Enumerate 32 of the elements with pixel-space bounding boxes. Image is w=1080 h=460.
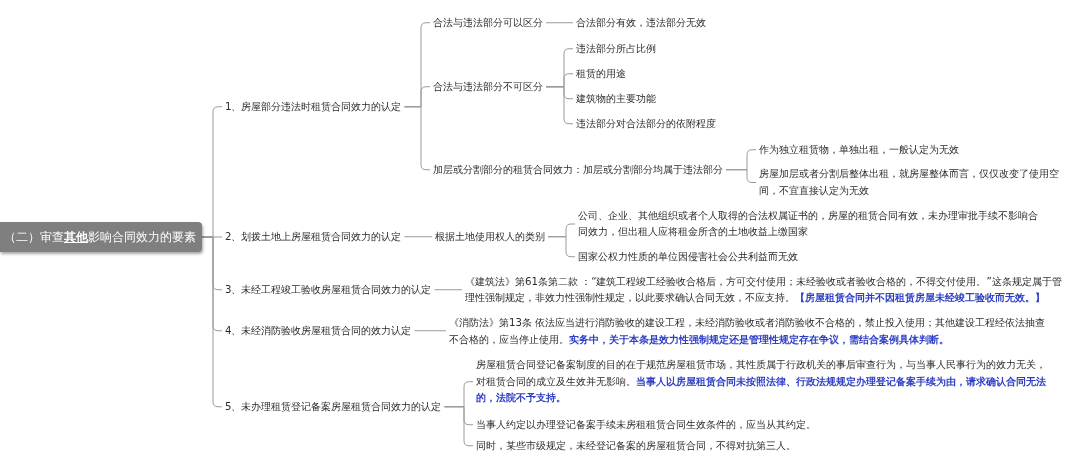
main-topic-label: 3、未经工程竣工验收房屋租赁合同效力的认定 [222,281,435,298]
connector-line [725,169,757,183]
subtopic-label: 合法与违法部分不可区分 [430,78,546,95]
main-topic-label: 5、未办理租赁登记备案房屋租赁合同效力的认定 [222,398,445,415]
subtopic-label: 作为独立租赁物，单独出租，一般认定为无效 [756,141,962,158]
subtopic-label: 违法部分对合法部分的依附程度 [573,115,719,132]
main-topic-label: 2、划拨土地上房屋租赁合同效力的认定 [222,228,405,245]
connector-line [201,236,223,408]
note-paragraph: 房屋加层或者分割后整体出租，就房屋整体而言，仅仅改变了使用空间，不宜直接认定为无效 [756,166,1070,199]
subtopic-label: 加层或分割部分的租赁合同效力：加层或分割部分均属于违法部分 [430,161,726,178]
subtopic-label: 合法部分有效，违法部分无效 [573,14,709,31]
connector-line [545,22,574,24]
note-paragraph: 《消防法》第13条 依法应当进行消防验收的建设工程，未经消防验收或者消防验收不合格的，禁止投入使用；其他建设工程经依法抽查不合格的，应当停止使用。实务中，关于本条是效力性强制规定还是管理性规定存在争议，需结合案例具体判断。 [446,315,1052,348]
central-topic-box: （二）审查其他影响合同效力的要素 [0,222,202,252]
subtopic-label: 租赁的用途 [573,65,629,82]
connector-line [404,236,433,238]
note-paragraph: 《建筑法》第61条第二款 ：“建筑工程竣工经验收合格后，方可交付使用；未经验收或者验收合格的，不得交付使用。”这条规定属于管理性强制规定，非效力性强制性规定，以此要求确认合同无效，不应支持。【房屋租赁合同并不因租赁房屋未经竣工验收而无效。】 [462,273,1072,307]
connector-line [414,330,447,332]
subtopic-label: 合法与违法部分可以区分 [430,14,546,31]
connector-line [444,406,474,447]
subtopic-label: 同时，某些市级规定，未经登记备案的房屋租赁合同，不得对抗第三人。 [473,437,799,454]
note-paragraph: 公司、企业、其他组织或者个人取得的合法权属证书的，房屋的租赁合同有效，未办理审批手续不影响合同效力，但出租人应将租金所含的土地收益上缴国家 [575,207,1046,241]
subtopic-label: 建筑物的主要功能 [573,90,659,107]
note-paragraph: 房屋租赁合同登记备案制度的目的在于规范房屋租赁市场，其性质属于行政机关的事后审查行为，与当事人民事行为的效力无关，对租赁合同的成立及生效并无影响。当事人以房屋租赁合同未按照法律、行政法规规定办理登记备案手续为由，请求确认合同无法的，法院不予支持。 [473,357,1054,407]
subtopic-label: 国家公权力性质的单位因侵害社会公共利益而无效 [575,248,801,265]
main-topic-label: 4、未经消防验收房屋租赁合同的效力认定 [222,322,415,339]
connector-line [547,236,576,258]
subtopic-label: 违法部分所占比例 [573,40,659,57]
main-topic-label: 1、房屋部分违法时租赁合同效力的认定 [222,98,405,115]
subtopic-label: 当事人约定以办理登记备案手续未房租租赁合同生效条件的，应当从其约定。 [473,416,819,433]
connector-line [434,289,463,291]
subtopic-label: 根据土地使用权人的类别 [432,228,548,245]
